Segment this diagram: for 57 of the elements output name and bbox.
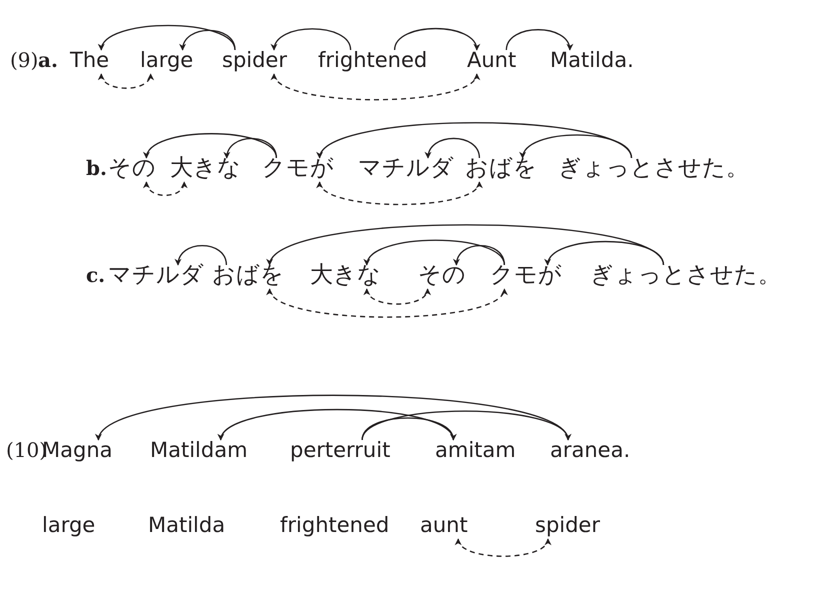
dashed-arc-arrow <box>269 288 505 318</box>
word: Matilda <box>148 512 226 538</box>
dependency-arc-arrow <box>224 138 278 159</box>
dashed-arc-arrow <box>365 288 430 305</box>
word: マチルダ <box>358 155 454 181</box>
dependency-arc-arrow <box>546 240 664 266</box>
dependency-arc-arrow <box>145 133 278 159</box>
word: マチルダ <box>108 262 204 288</box>
dependency-arc-arrow <box>176 245 228 266</box>
example-number: (9) <box>10 47 38 73</box>
dependency-arc-arrow <box>100 24 236 51</box>
word: その <box>108 155 156 181</box>
word: クモが <box>262 155 334 181</box>
word: ぎょっとさせた。 <box>590 262 781 288</box>
word: frightened <box>318 47 428 73</box>
dependency-arc-arrow <box>454 244 506 266</box>
word: Matildam <box>150 437 248 463</box>
word: ぎょっとさせた。 <box>558 155 749 181</box>
item-letter: a. <box>38 47 58 73</box>
dependency-arc-arrow <box>426 138 480 159</box>
word: おばを <box>212 262 284 288</box>
dependency-arc-arrow <box>506 29 572 51</box>
word: aranea. <box>550 437 630 463</box>
dashed-arc-arrow <box>456 538 550 557</box>
dashed-arc-arrow <box>144 181 186 196</box>
word: The <box>70 47 110 73</box>
dependency-arc-arrow <box>394 28 479 51</box>
dependency-arc-arrow <box>366 240 506 266</box>
word: Aunt <box>467 47 516 73</box>
dependency-arc-arrow <box>269 224 664 266</box>
dependency-arc-arrow <box>362 410 569 441</box>
word: large <box>42 512 96 538</box>
dependency-arc-arrow <box>319 122 632 159</box>
word: クモが <box>490 262 562 288</box>
word: perterruit <box>290 437 390 463</box>
word: spider <box>222 47 287 73</box>
dashed-arc-arrow <box>273 73 478 100</box>
dependency-arc-arrow <box>220 408 454 441</box>
word: その <box>418 262 466 288</box>
item-letter: c. <box>86 262 106 288</box>
word: spider <box>535 512 600 538</box>
dashed-arc-arrow <box>319 181 480 206</box>
word: 大きな <box>170 155 241 181</box>
dependency-arc-arrow <box>362 417 456 441</box>
word: 大きな <box>310 262 381 288</box>
dependency-arc-arrow <box>180 30 236 51</box>
dependency-arc-arrow <box>98 394 569 441</box>
word: おばを <box>465 155 537 181</box>
dependency-arc-arrow <box>521 134 632 159</box>
item-letter: b. <box>86 155 107 181</box>
word: aunt <box>420 512 468 538</box>
word: amitam <box>435 437 516 463</box>
word: large <box>140 47 194 73</box>
dashed-arc-arrow <box>99 73 153 89</box>
dependency-arc-arrow <box>272 28 352 51</box>
word: Matilda. <box>550 47 634 73</box>
word: frightened <box>280 512 390 538</box>
